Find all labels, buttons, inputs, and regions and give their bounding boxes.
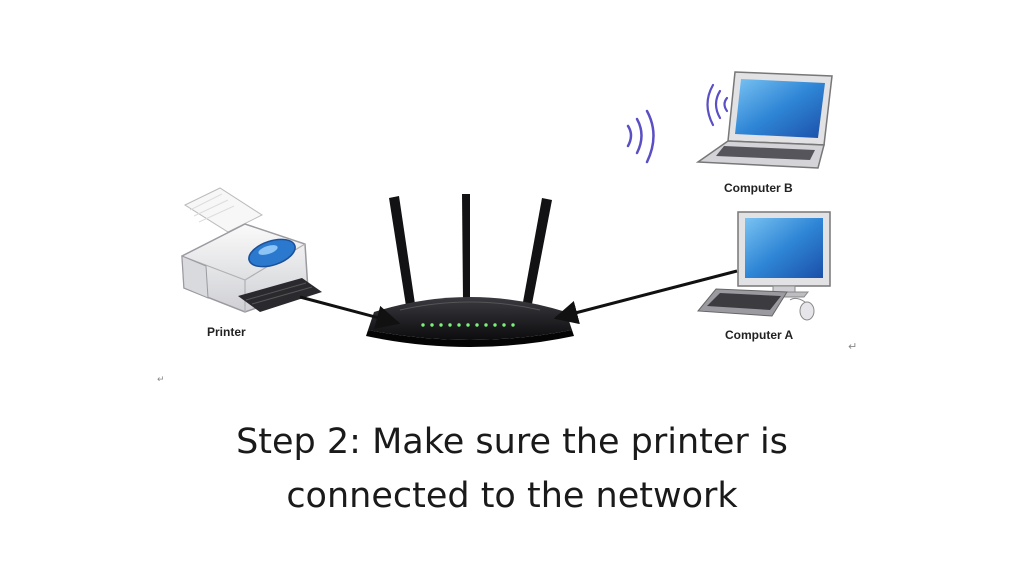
printer-label: Printer — [207, 325, 246, 339]
wifi-waves-icon — [626, 109, 655, 164]
return-mark-icon: ↵ — [157, 375, 165, 385]
computer-a-to-router-arrow — [553, 269, 738, 325]
printer-icon — [181, 187, 322, 313]
caption-line-2: connected to the network — [286, 476, 738, 516]
return-mark-icon: ↵ — [848, 340, 858, 353]
router-icon — [366, 194, 574, 347]
computer-b-laptop-icon — [695, 71, 833, 169]
printer-to-router-arrow — [299, 295, 401, 330]
computer-a-desktop-icon — [696, 211, 831, 321]
computer-a-label: Computer A — [725, 328, 794, 342]
caption-line-1: Step 2: Make sure the printer is — [236, 422, 788, 462]
computer-b-label: Computer B — [724, 181, 793, 195]
